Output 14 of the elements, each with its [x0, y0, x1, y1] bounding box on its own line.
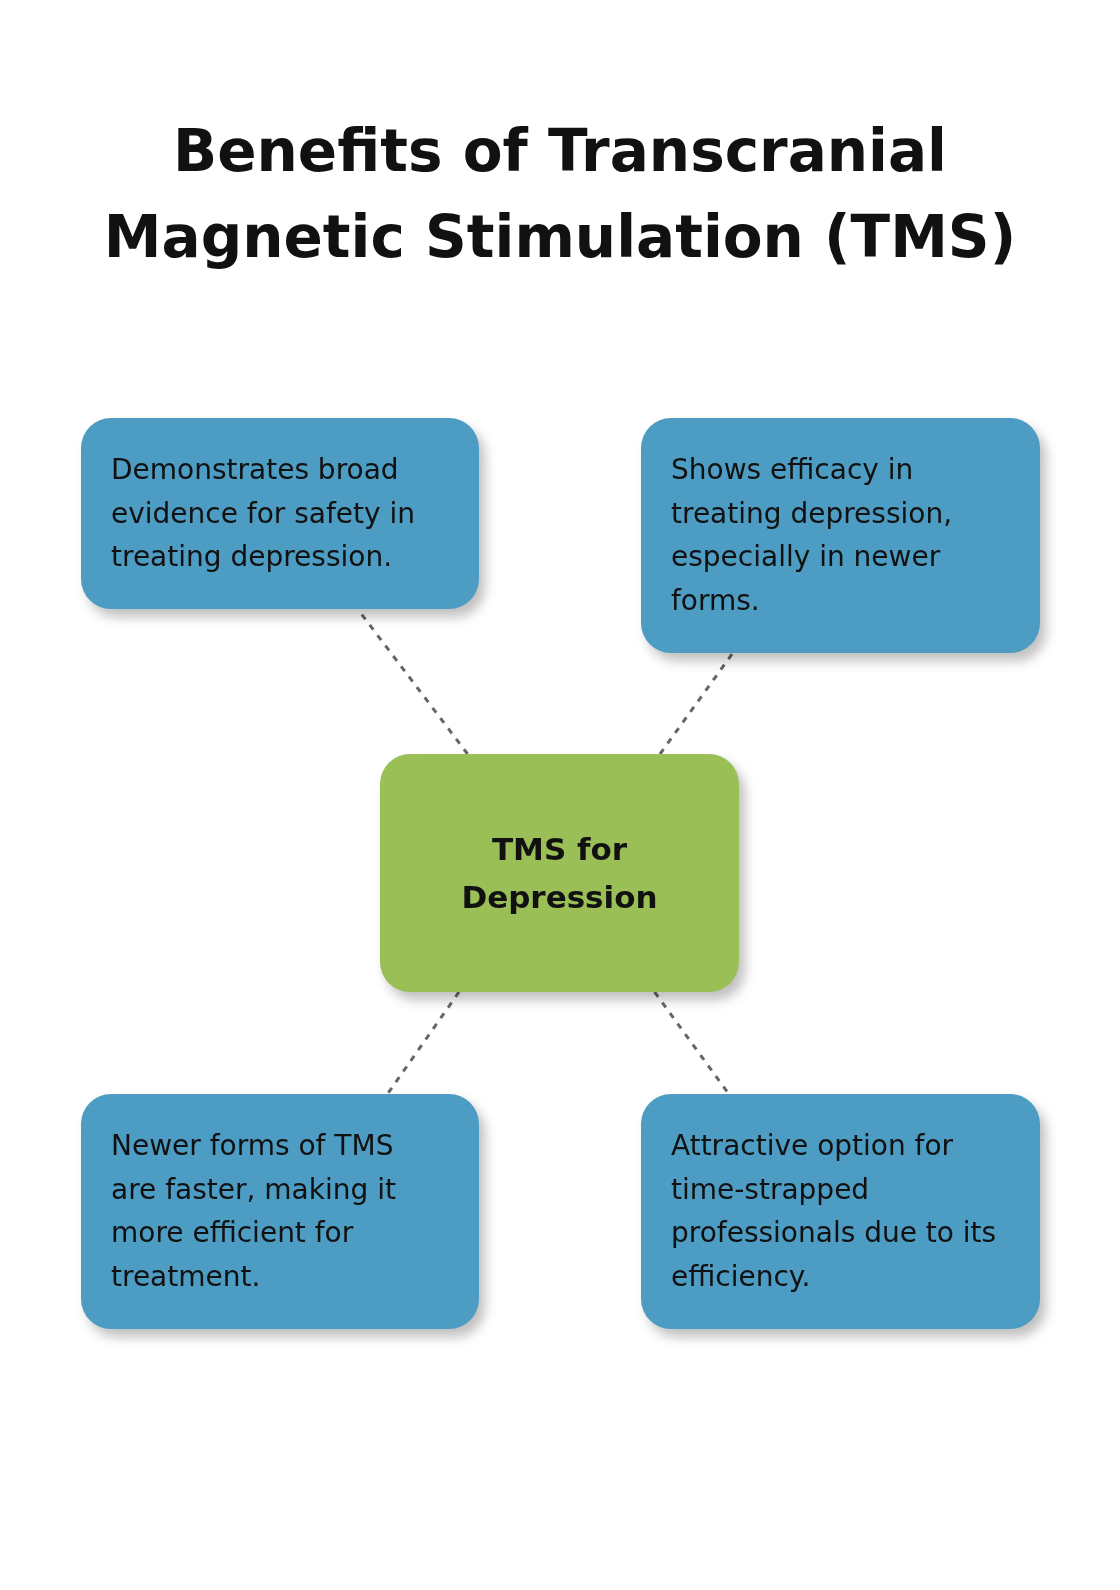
benefit-box [81, 418, 479, 609]
dashed-connector [653, 991, 730, 1095]
benefit-box [81, 1094, 479, 1329]
central-topic-box [380, 754, 739, 992]
benefit-text: Attractive option for time-strapped professionals due to its efficiency. [671, 1128, 998, 1295]
topic-label: TMS for Depression [460, 830, 659, 917]
benefit-text: Newer forms of TMS are faster, making it more efficient for treatment. [111, 1128, 397, 1295]
benefit-text: Demonstrates broad evidence for safety in treating depression. [111, 452, 417, 575]
benefit-box [641, 1094, 1040, 1329]
benefit-box [641, 418, 1040, 653]
title: Benefits of Transcranial Magnetic Stimulation (TMS) [102, 116, 1018, 273]
dashed-connector [386, 991, 461, 1095]
benefit-text: Shows efficacy in treating depression, especially in newer forms. [671, 452, 954, 619]
dashed-connector [658, 652, 734, 755]
